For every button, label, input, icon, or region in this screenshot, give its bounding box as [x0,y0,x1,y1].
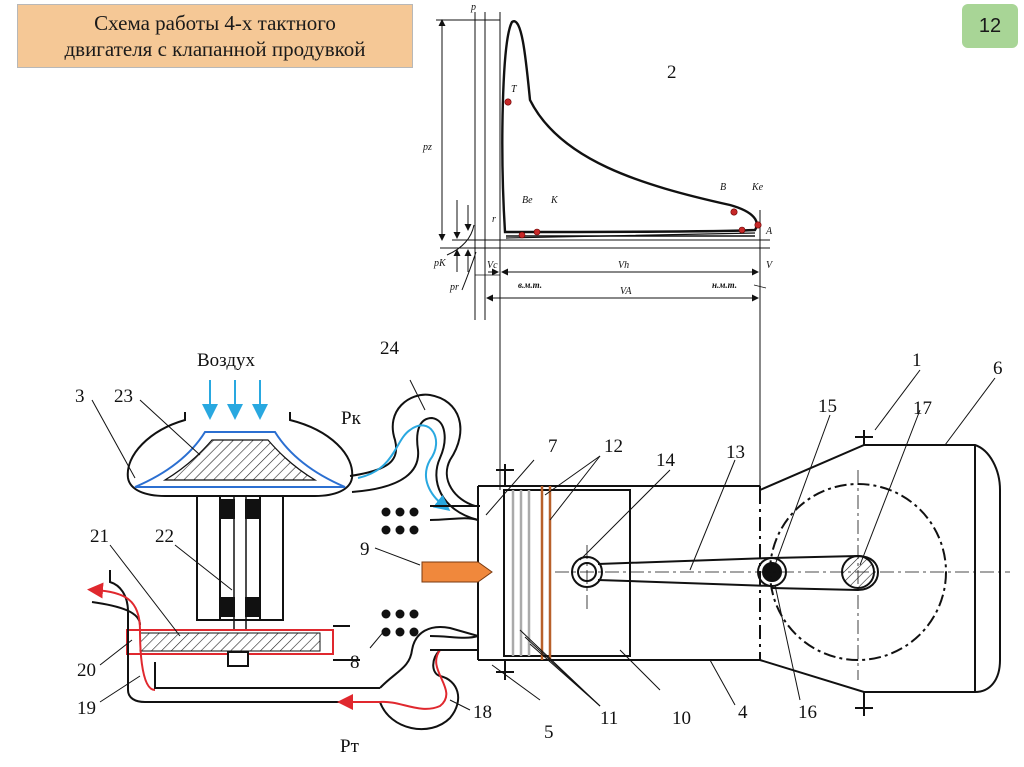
pv-diagram [436,12,770,490]
center-lines [555,470,1010,680]
slide-title: Схема работы 4-х тактного двигателя с кл… [17,4,413,68]
valve-springs [381,507,419,637]
pv-pr-label: pr [449,282,459,293]
part-numbers: 1 2 3 4 5 6 7 8 9 10 11 12 13 14 15 16 1… [75,62,1003,743]
pv-point-t-label: T [511,84,518,95]
pv-loop [501,20,758,239]
pv-va-label: VA [620,286,632,297]
part-label-8: 8 [350,652,360,673]
pv-point-b-label: B [720,182,726,193]
part-label-24: 24 [380,338,400,359]
part-label-9: 9 [360,539,370,560]
part-label-15: 15 [818,396,837,417]
pv-points [504,98,762,239]
part-label-5: 5 [544,722,554,743]
pv-pk-label: pK [433,258,447,269]
part-label-10: 10 [672,708,691,729]
air-label: Воздух [197,350,256,371]
part-label-22: 22 [155,526,174,547]
part-label-2: 2 [667,62,677,83]
pv-point-be-label: Be [522,195,533,206]
part-label-19: 19 [77,698,96,719]
part-label-11: 11 [600,708,618,729]
part-label-7: 7 [548,436,558,457]
pv-vh-label: Vh [618,260,629,271]
part-label-21: 21 [90,526,109,547]
part-label-16: 16 [798,702,817,723]
pv-point-a-label: A [765,226,773,237]
pv-pz-label: pz [422,142,432,153]
pv-point-ke-label: Ke [751,182,764,193]
part-label-4: 4 [738,702,748,723]
part-label-17: 17 [913,398,932,419]
pt-label: Pт [340,736,360,757]
crank-arm [771,554,880,592]
slide-number-badge: 12 [962,4,1018,48]
piston [503,486,631,660]
pv-p-axis-label: p [470,2,476,13]
pv-point-k-label: K [550,195,559,206]
pv-vc-label: Vc [487,260,498,271]
pv-v-axis-label: V [766,260,774,271]
part-label-1: 1 [912,350,922,371]
pv-bdc-label: н.м.т. [712,280,737,290]
slide-title-line2: двигателя с клапанной продувкой [64,37,366,61]
exhaust-scroll [379,626,479,731]
air-inlet-arrows [202,380,268,420]
part-label-3: 3 [75,386,85,407]
part-label-20: 20 [77,660,96,681]
part-label-14: 14 [656,450,676,471]
part-label-13: 13 [726,442,745,463]
pv-point-r-label: r [492,214,496,225]
part-label-12: 12 [604,436,623,457]
crankcase [759,430,1001,716]
leader-lines [91,369,996,711]
fuel-injector [421,561,493,583]
part-label-18: 18 [473,702,492,723]
slide-title-line1: Схема работы 4-х тактного [94,11,336,35]
intake-scroll [349,393,480,521]
pk-label: Pк [341,408,362,429]
part-label-23: 23 [114,386,133,407]
pv-tdc-label: в.м.т. [518,280,542,290]
part-label-6: 6 [993,358,1003,379]
turbocharger [91,412,380,703]
